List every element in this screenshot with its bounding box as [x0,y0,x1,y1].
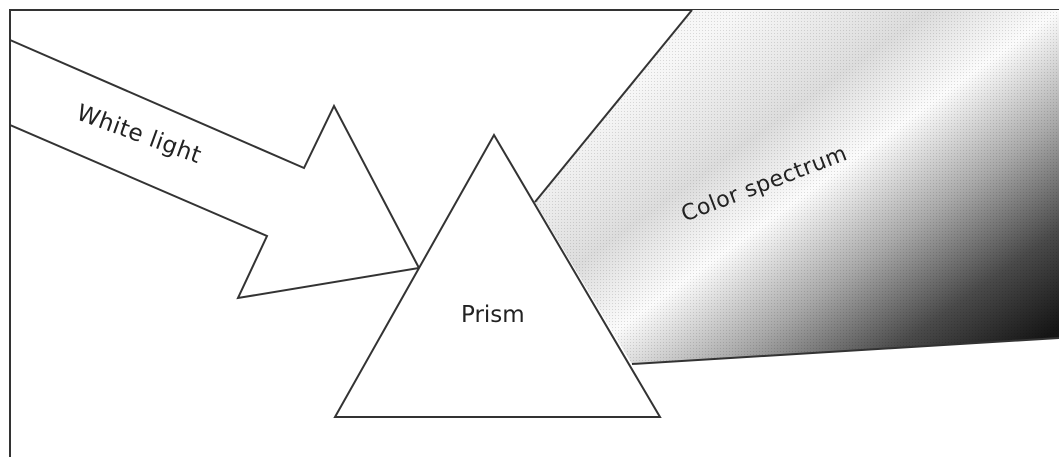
prism-label: Prism [461,302,525,328]
color-spectrum-texture [535,10,1059,364]
prism-triangle [333,132,662,418]
spectrum-lower-edge [631,337,1059,365]
spectrum-upper-edge [534,9,693,203]
white-light-arrow [9,38,421,300]
